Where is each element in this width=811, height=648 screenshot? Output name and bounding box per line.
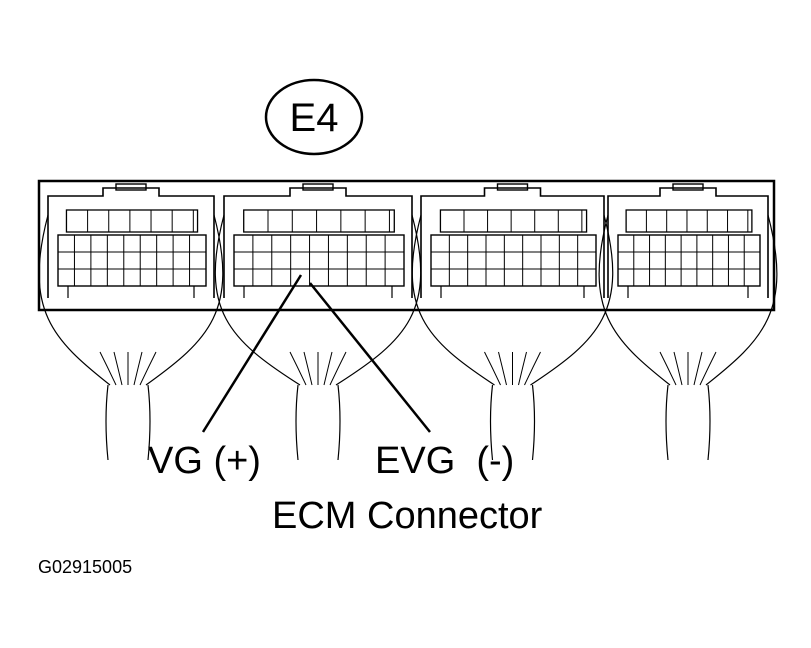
wire-strand	[699, 351, 717, 386]
connector-module-1	[38, 183, 224, 461]
wire-strand	[659, 351, 677, 386]
pin-grid	[430, 234, 597, 287]
diagram-caption: ECM Connector	[272, 495, 543, 537]
module-shell	[607, 187, 769, 298]
wire	[145, 214, 224, 386]
wire	[38, 214, 111, 386]
cable	[295, 384, 341, 461]
pin-row-top	[243, 209, 395, 233]
wire-bundle	[598, 214, 778, 461]
wire	[598, 214, 671, 386]
wire-bundle	[38, 214, 224, 461]
pin-grid	[57, 234, 207, 287]
connector-module-2	[214, 183, 422, 461]
module-key	[67, 286, 195, 298]
connector-module-3	[411, 183, 614, 461]
wire-strand	[329, 351, 347, 386]
wire-strand	[524, 351, 541, 386]
wire-strand	[303, 351, 313, 386]
connector-module-4	[598, 183, 778, 461]
wire-strand	[518, 351, 527, 386]
module-shell	[420, 187, 605, 298]
wire	[705, 214, 778, 386]
evg-minus-label: EVG (-)	[375, 440, 514, 482]
module-key	[627, 286, 749, 298]
wire	[530, 214, 614, 386]
wire-bundle	[411, 214, 614, 461]
wire	[335, 214, 422, 386]
wire-strand	[673, 351, 683, 386]
wire-strand	[484, 351, 501, 386]
wire-strand	[113, 351, 123, 386]
module-key	[243, 286, 393, 298]
pin-grid	[233, 234, 405, 287]
wire	[411, 214, 495, 386]
connector-id-badge: E4	[264, 78, 364, 156]
latch-tab	[496, 183, 529, 191]
wire-strand	[133, 351, 143, 386]
wire	[214, 214, 301, 386]
cable	[489, 384, 536, 461]
latch-tab	[672, 183, 704, 191]
connector-housing	[37, 179, 776, 312]
wire-strand	[139, 351, 157, 386]
evg-leader-line	[309, 282, 431, 433]
pin-grid	[617, 234, 761, 287]
wire-strand	[99, 351, 117, 386]
pin-row-top	[65, 209, 199, 233]
figure-code: G02915005	[38, 557, 132, 577]
latch-tab	[115, 183, 147, 191]
cable	[105, 384, 151, 461]
connector-id-label: E4	[290, 96, 339, 140]
vg-plus-label: VG (+)	[148, 440, 261, 482]
module-key	[440, 286, 585, 298]
module-shell	[47, 187, 215, 298]
cable	[665, 384, 711, 461]
wire-bundle	[214, 214, 422, 461]
module-shell	[223, 187, 413, 298]
wire-strand	[693, 351, 703, 386]
wire-strand	[323, 351, 333, 386]
wire-strand	[498, 351, 507, 386]
pin-row-top	[439, 209, 588, 233]
connector-modules	[38, 183, 778, 461]
vg-leader-line	[201, 274, 303, 433]
pin-row-top	[625, 209, 753, 233]
wire-strand	[289, 351, 307, 386]
latch-tab	[302, 183, 334, 191]
